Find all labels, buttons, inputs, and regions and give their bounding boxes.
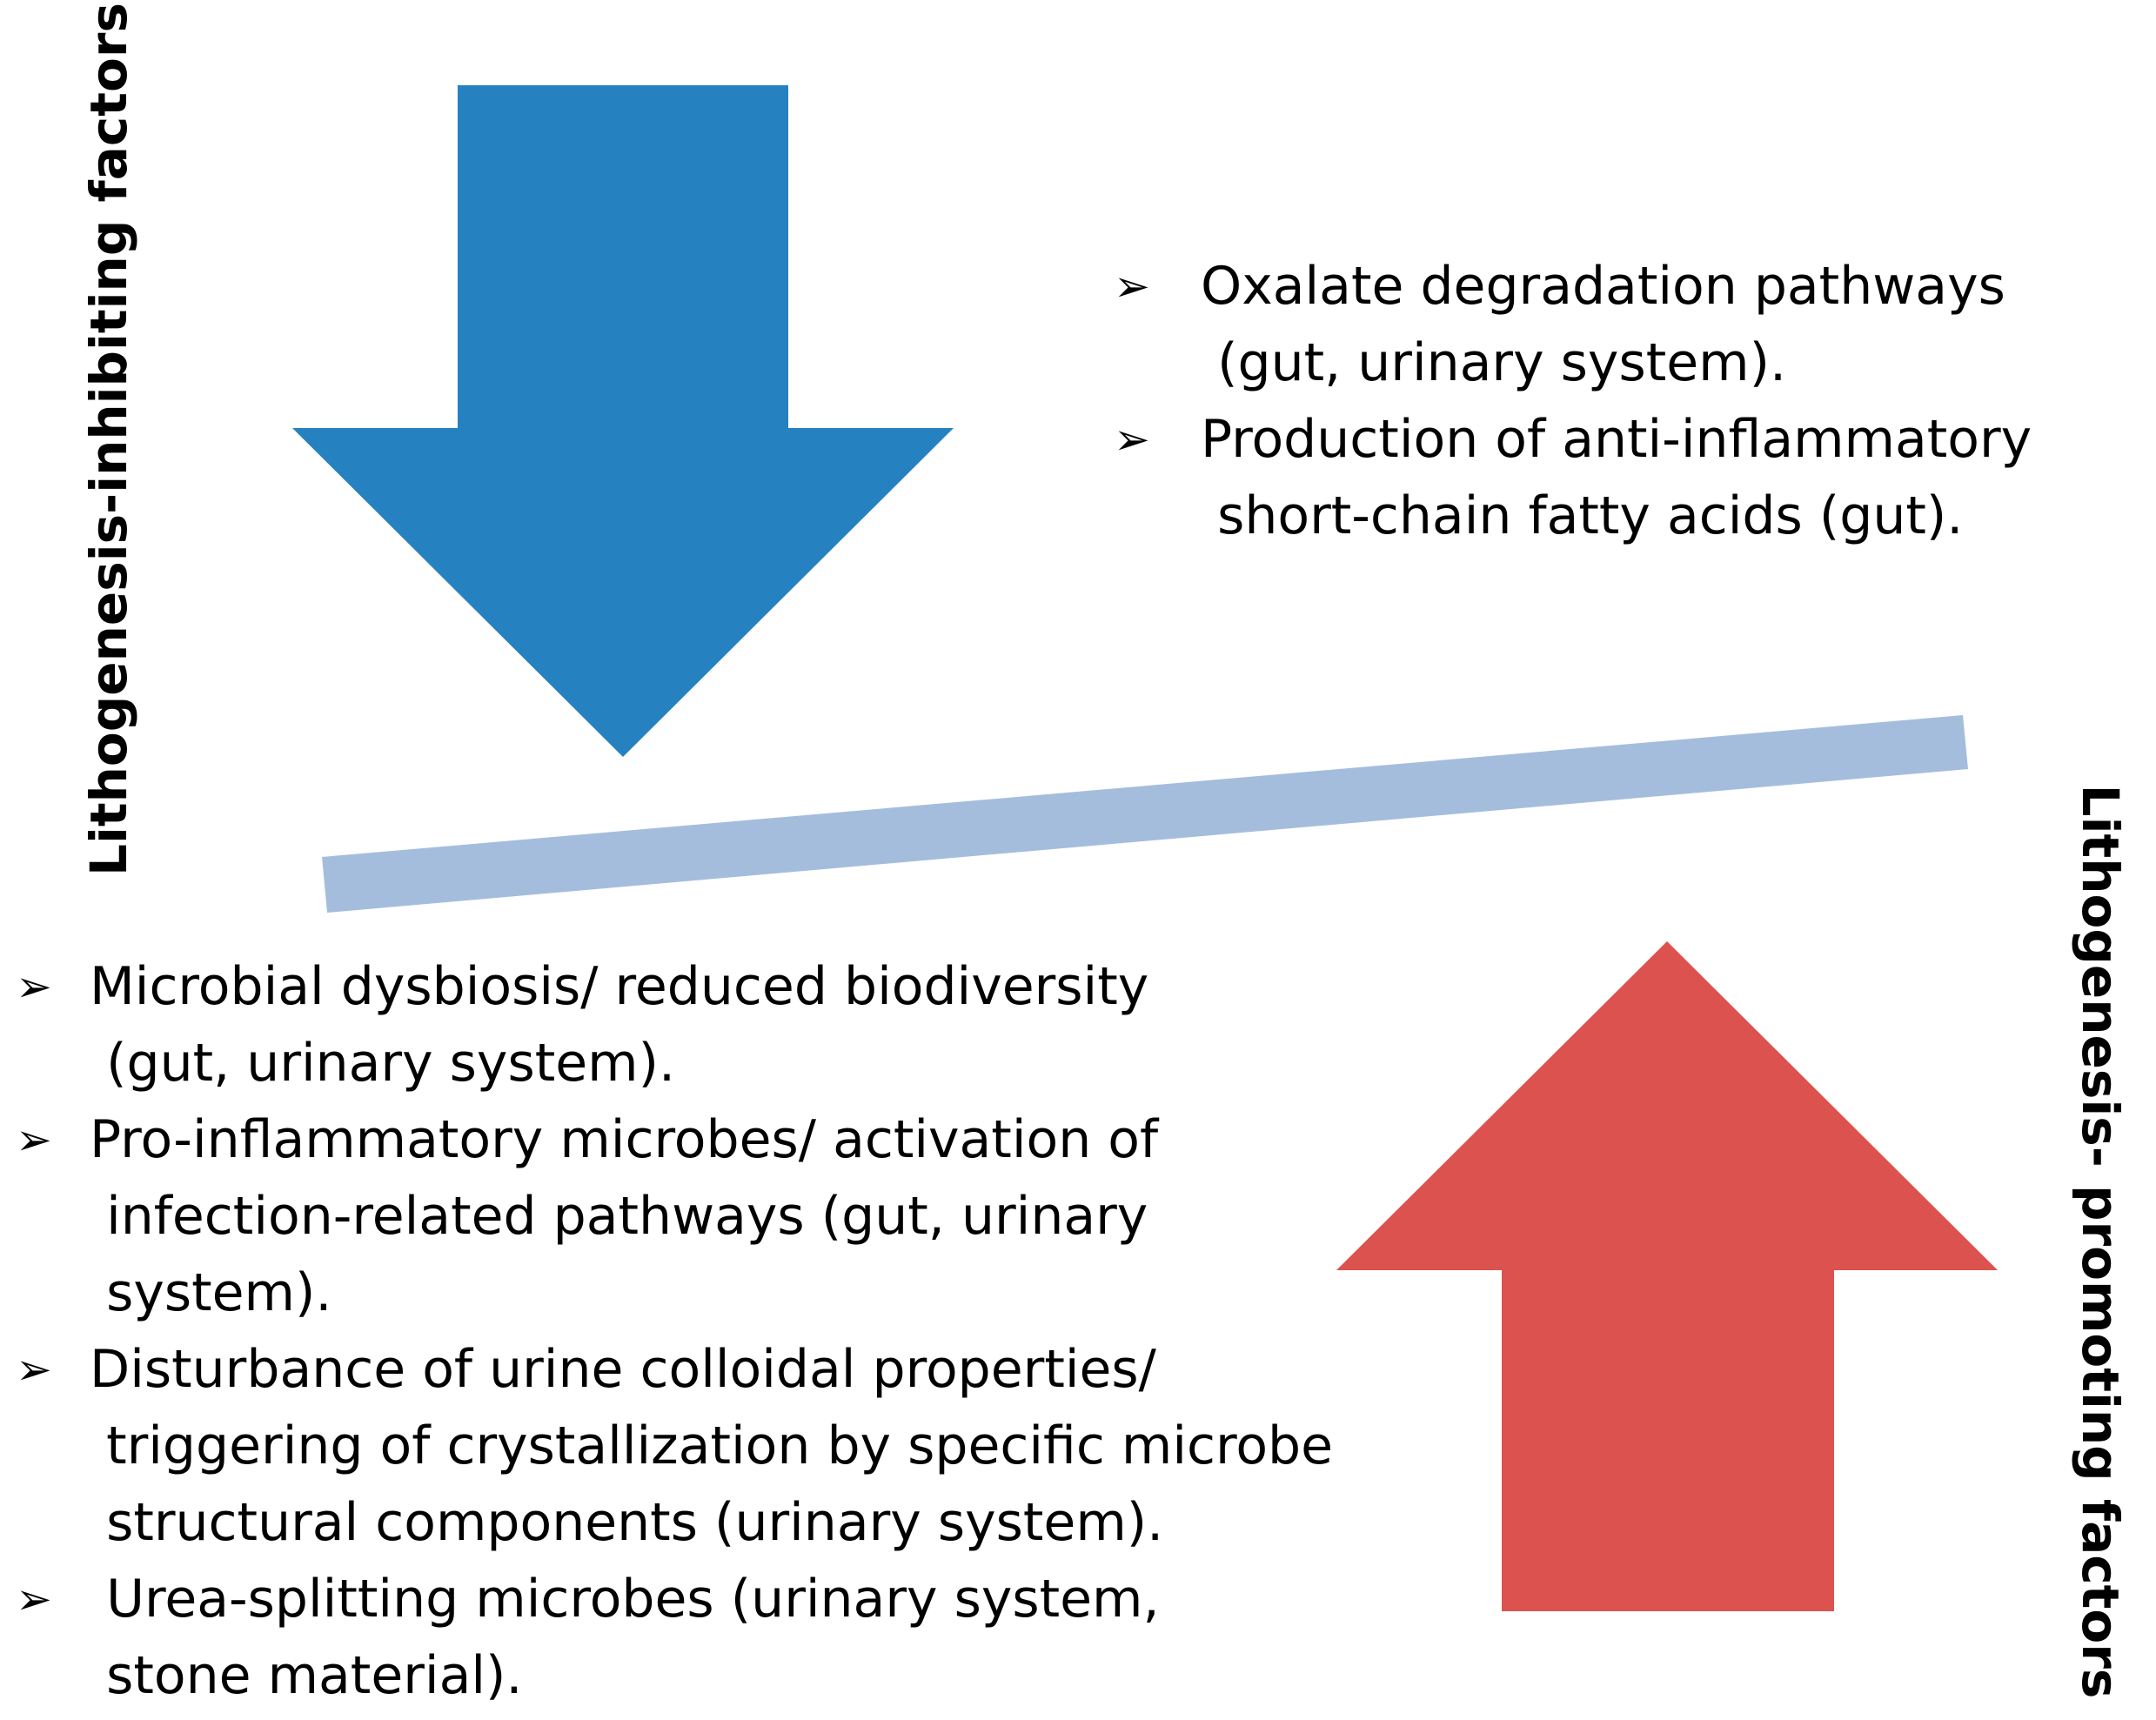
arrowhead-bullet-icon: ➢ <box>1114 414 1150 465</box>
list-item-line: structural components (urinary system). <box>90 1492 1164 1553</box>
balance-bar <box>322 715 1968 913</box>
list-item-line: Pro-inflammatory microbes/ activation of <box>90 1109 1159 1170</box>
arrow-up-icon <box>1336 941 1998 1611</box>
list-item: ➢ Pro-inflammatory microbes/ activation … <box>16 1101 1321 1331</box>
arrowhead-bullet-icon: ➢ <box>16 1114 52 1165</box>
list-item: ➢ Production of anti-inflammatory short-… <box>1114 401 2114 554</box>
list-item-line: system). <box>90 1262 332 1323</box>
list-item-line: short-chain fatty acids (gut). <box>1201 485 1964 546</box>
list-item-line: (gut, urinary system). <box>90 1033 676 1094</box>
inhibiting-factors-list: ➢ Oxalate degradation pathways (gut, uri… <box>1114 248 2114 554</box>
arrowhead-bullet-icon: ➢ <box>16 1574 52 1624</box>
list-item: ➢ Oxalate degradation pathways (gut, uri… <box>1114 248 2114 401</box>
arrowhead-bullet-icon: ➢ <box>16 1344 52 1395</box>
arrowhead-bullet-icon: ➢ <box>1114 261 1150 311</box>
arrow-down-icon <box>292 85 954 757</box>
list-item-line: (gut, urinary system). <box>1201 332 1787 393</box>
list-item-line: Disturbance of urine colloidal propertie… <box>90 1339 1156 1400</box>
inhibiting-factors-label: Lithogenesis-inhibiting factors <box>79 3 138 876</box>
list-item: ➢ Microbial dysbiosis/ reduced biodivers… <box>16 948 1321 1101</box>
list-item-line: Urea-splitting microbes (urinary system, <box>90 1569 1160 1630</box>
list-item-line: infection-related pathways (gut, urinary <box>90 1186 1148 1247</box>
list-item-line: Oxalate degradation pathways <box>1201 256 2005 317</box>
arrowhead-bullet-icon: ➢ <box>16 961 52 1012</box>
list-item-line: stone material). <box>90 1645 523 1706</box>
list-item-line: triggering of crystallization by specifi… <box>90 1415 1334 1476</box>
promoting-factors-list: ➢ Microbial dysbiosis/ reduced biodivers… <box>16 948 1334 1714</box>
list-item-line: Production of anti-inflammatory <box>1201 409 2032 470</box>
list-item: ➢ Disturbance of urine colloidal propert… <box>16 1331 1334 1561</box>
list-item: ➢ Urea-splitting microbes (urinary syste… <box>16 1561 1321 1714</box>
list-item-line: Microbial dysbiosis/ reduced biodiversit… <box>90 956 1149 1017</box>
promoting-factors-label: Lithogenesis- promoting factors <box>2071 784 2130 1699</box>
